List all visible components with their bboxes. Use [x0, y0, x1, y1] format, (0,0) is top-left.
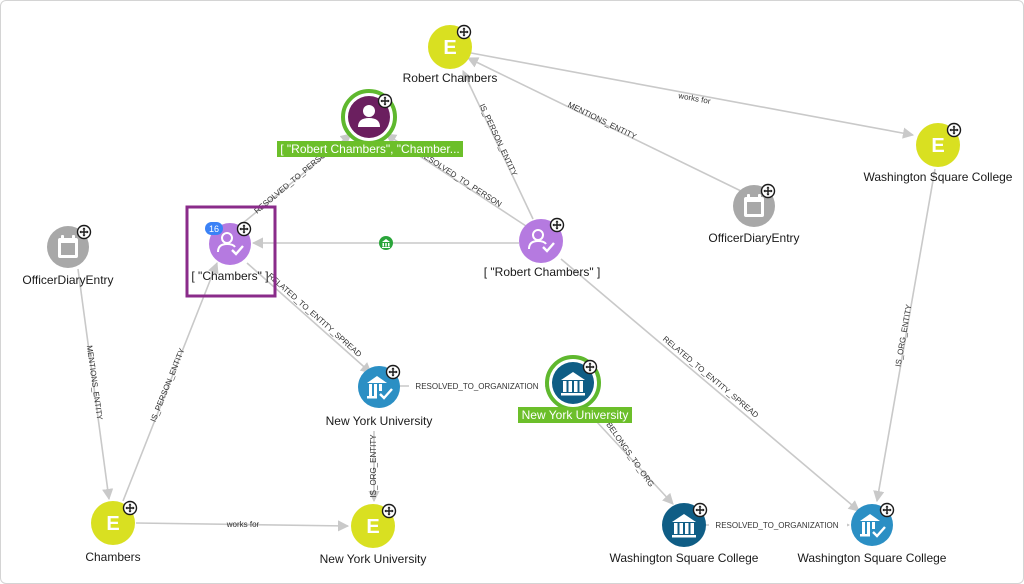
- edge-belongs-to-org[interactable]: [595, 420, 674, 505]
- expand-icon: [385, 364, 401, 380]
- expand-icon: [549, 217, 565, 233]
- expand-icon: [377, 93, 393, 109]
- node-wsc-resolved-org[interactable]: [662, 502, 708, 547]
- node-label: Washington Square College: [610, 551, 759, 565]
- edge-label: BELONGS_TO_ORG: [604, 421, 655, 489]
- node-label: [ "Robert Chambers", "Chamber...: [280, 142, 460, 156]
- expand-icon: [946, 122, 962, 138]
- node-wsc-entity-top[interactable]: [916, 122, 962, 167]
- node-nyu-org[interactable]: [358, 364, 401, 409]
- count-badge: 16: [205, 222, 223, 235]
- node-wsc-org[interactable]: [851, 502, 895, 547]
- edges: works for MENTIONS_ENTITY IS_PERSON_ENTI…: [77, 52, 936, 532]
- node-officer-diary-left[interactable]: [47, 224, 92, 269]
- highlight-label-bg: [518, 407, 632, 423]
- node-robert-chambers-person[interactable]: [519, 217, 565, 264]
- node-resolved-person[interactable]: [341, 89, 397, 145]
- entity-icon: [366, 516, 380, 538]
- edge-label: RESOLVED_TO_PERSON: [417, 149, 503, 209]
- node-label: New York University: [326, 414, 433, 428]
- edge-is-org-entity-right[interactable]: [873, 168, 936, 503]
- node-label: New York University: [320, 552, 427, 566]
- institution-marker-icon[interactable]: [379, 236, 393, 250]
- edge-label: works for: [677, 91, 712, 106]
- edge-mentions-entity-right[interactable]: [466, 57, 742, 192]
- edge-related-to-entity-spread-left[interactable]: [246, 262, 372, 374]
- node-label: [ "Chambers" ]: [191, 269, 268, 283]
- node-label: Washington Square College: [864, 170, 1013, 184]
- expand-icon: [76, 224, 92, 240]
- edge-related-to-entity-spread-right[interactable]: [560, 258, 860, 512]
- node-robert-chambers-entity[interactable]: [428, 24, 472, 69]
- edge-works-for-top[interactable]: [470, 52, 915, 139]
- entity-icon: [106, 513, 120, 535]
- node-label: Washington Square College: [798, 551, 947, 565]
- node-label: [ "Robert Chambers" ]: [484, 265, 601, 279]
- edge-is-person-entity-right[interactable]: [462, 69, 534, 220]
- expand-icon: [236, 221, 252, 237]
- expand-icon: [122, 500, 138, 516]
- edge-works-for-bottom[interactable]: [135, 520, 350, 532]
- node-label: OfficerDiaryEntry: [708, 231, 799, 245]
- expand-icon: [582, 359, 598, 375]
- edge-label: IS_PERSON_ENTITY: [149, 346, 187, 423]
- expand-icon: [456, 24, 472, 40]
- node-nyu-resolved-org[interactable]: [545, 355, 601, 411]
- edge-label: MENTIONS_ENTITY: [566, 100, 638, 141]
- node-officer-diary-right[interactable]: [733, 183, 776, 228]
- edge-label: RESOLVED_TO_ORGANIZATION: [415, 382, 538, 391]
- expand-icon: [760, 183, 776, 199]
- highlight-label-bg: [277, 141, 463, 157]
- edge-label: works for: [226, 520, 260, 529]
- svg-text:16: 16: [209, 224, 219, 234]
- node-label: Robert Chambers: [403, 71, 498, 85]
- node-chambers-entity[interactable]: [91, 500, 138, 545]
- expand-icon: [381, 503, 397, 519]
- node-label: Chambers: [85, 550, 140, 564]
- edge-is-person-entity-left[interactable]: [122, 261, 219, 502]
- document-icon: [744, 194, 764, 217]
- node-label: OfficerDiaryEntry: [22, 273, 113, 287]
- document-icon: [58, 235, 78, 258]
- node-nyu-entity[interactable]: [351, 503, 397, 548]
- expand-icon: [692, 502, 708, 518]
- edge-label: IS_PERSON_ENTITY: [478, 102, 520, 178]
- edge-label: MENTIONS_ENTITY: [85, 345, 104, 421]
- node-label: New York University: [522, 408, 629, 422]
- edge-label: RESOLVED_TO_ORGANIZATION: [715, 521, 838, 530]
- edge-label: RELATED_TO_ENTITY_SPREAD: [661, 334, 760, 419]
- edge-label: IS_ORG_ENTITY: [369, 434, 378, 498]
- edge-label: IS_ORG_ENTITY: [894, 303, 914, 367]
- edge-mentions-entity-left[interactable]: [77, 268, 114, 501]
- edge-label: RELATED_TO_ENTITY_SPREAD: [266, 271, 363, 359]
- entity-icon: [931, 135, 945, 157]
- entity-icon: [443, 37, 457, 59]
- selection-box: [185, 205, 277, 298]
- expand-icon: [879, 502, 895, 518]
